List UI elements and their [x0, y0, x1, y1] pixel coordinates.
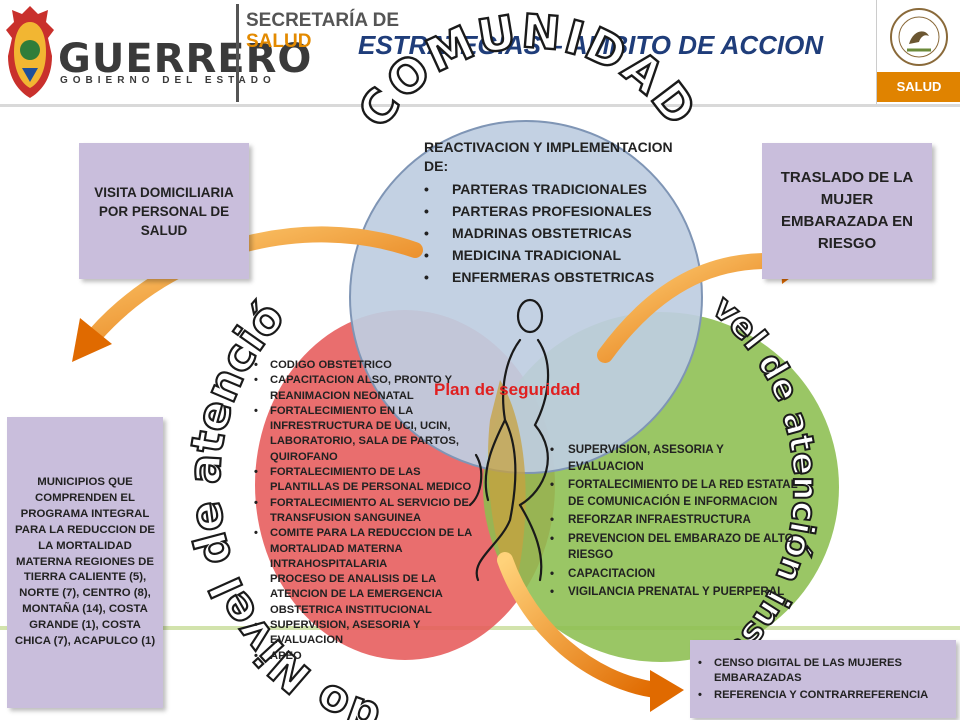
list-item: PARTERAS TRADICIONALES	[424, 180, 694, 199]
list-item: MEDICINA TRADICIONAL	[424, 246, 694, 265]
guerrero-subtitle: GOBIERNO DEL ESTADO	[60, 75, 276, 86]
list-item: FORTALECIMIENTO DE LA RED ESTATAL DE COM…	[550, 477, 800, 510]
second-level-text: CODIGO OBSTETRICO CAPACITACION ALSO, PRO…	[252, 358, 492, 664]
overlap-region	[487, 380, 526, 590]
community-heading: REACTIVACION Y IMPLEMENTACION DE:	[424, 139, 673, 174]
list-item: ENFERMERAS OBSTETRICAS	[424, 268, 694, 287]
guerrero-wordmark: GUERRERO	[58, 36, 313, 82]
list-item: MADRINAS OBSTETRICAS	[424, 224, 694, 243]
list-item: PARTERAS PROFESIONALES	[424, 202, 694, 221]
list-item: CENSO DIGITAL DE LAS MUJERES EMBARAZADAS	[698, 656, 948, 686]
header-rule	[0, 104, 960, 107]
label-comunidad: COMUNIDAD	[347, 4, 708, 138]
list-item: SUPERVISION, ASESORIA Y EVALUACION	[550, 442, 800, 475]
list-item: REFERENCIA Y CONTRARREFERENCIA	[698, 688, 948, 703]
header: GUERRERO GOBIERNO DEL ESTADO SECRETARÍA …	[0, 0, 960, 104]
mexico-seal-icon	[890, 8, 948, 66]
list-item: FORTALECIMIENTO AL SERVICIO DE TRANSFUSI…	[252, 496, 492, 527]
list-item: CAPACITACION ALSO, PRONTO Y REANIMACION …	[252, 373, 492, 404]
guerrero-shield-logo	[6, 6, 54, 98]
community-text: REACTIVACION Y IMPLEMENTACION DE: PARTER…	[424, 138, 694, 290]
secretaria-label: SECRETARÍA DE	[246, 10, 400, 31]
censo-box: CENSO DIGITAL DE LAS MUJERES EMBARAZADAS…	[690, 640, 956, 718]
mexico-salud-logo: SALUD	[876, 0, 960, 104]
page-title: ESTRATEGIAS – AMBITO DE ACCION	[358, 30, 824, 60]
traslado-box: TRASLADO DE LA MUJER EMBARAZADA EN RIESG…	[762, 143, 932, 279]
list-item: FORTALECIMIENTO DE LAS PLANTILLAS DE PER…	[252, 465, 492, 496]
header-divider	[236, 4, 239, 102]
visita-box: VISITA DOMICILIARIA POR PERSONAL DE SALU…	[79, 143, 249, 279]
list-item: PROCESO DE ANALISIS DE LA ATENCION DE LA…	[270, 573, 443, 616]
list-item: SUPERVISION, ASESORIA Y EVALUACION	[252, 618, 492, 649]
list-item: COMITE PARA LA REDUCCION DE LA MORTALIDA…	[252, 526, 492, 572]
first-level-text: SUPERVISION, ASESORIA Y EVALUACION FORTA…	[550, 442, 800, 603]
list-item: VIGILANCIA PRENATAL Y PUERPERAL	[550, 584, 800, 601]
censo-list: CENSO DIGITAL DE LAS MUJERES EMBARAZADAS…	[698, 656, 948, 703]
first-level-list: SUPERVISION, ASESORIA Y EVALUACION FORTA…	[550, 442, 800, 601]
list-item: CODIGO OBSTETRICO	[252, 358, 492, 374]
list-item: PREVENCION DEL EMBARAZO DE ALTO RIESGO	[550, 531, 800, 564]
list-item: CAPACITACION	[550, 566, 800, 583]
list-item: APEO	[252, 649, 492, 665]
salud-badge: SALUD	[877, 72, 960, 102]
salud-label: SALUD	[246, 31, 312, 52]
list-item: REFORZAR INFRAESTRUCTURA	[550, 512, 800, 529]
list-item: FORTALECIMIENTO EN LA INFRESTRUCTURA DE …	[252, 404, 492, 465]
arrow-to-censo	[497, 552, 684, 712]
second-level-list: CODIGO OBSTETRICO CAPACITACION ALSO, PRO…	[252, 358, 492, 664]
municipios-box: MUNICIPIOS QUE COMPRENDEN EL PROGRAMA IN…	[7, 417, 163, 708]
community-list: PARTERAS TRADICIONALES PARTERAS PROFESIO…	[424, 180, 694, 287]
plan-de-seguridad-label: Plan de seguridad	[434, 380, 581, 399]
